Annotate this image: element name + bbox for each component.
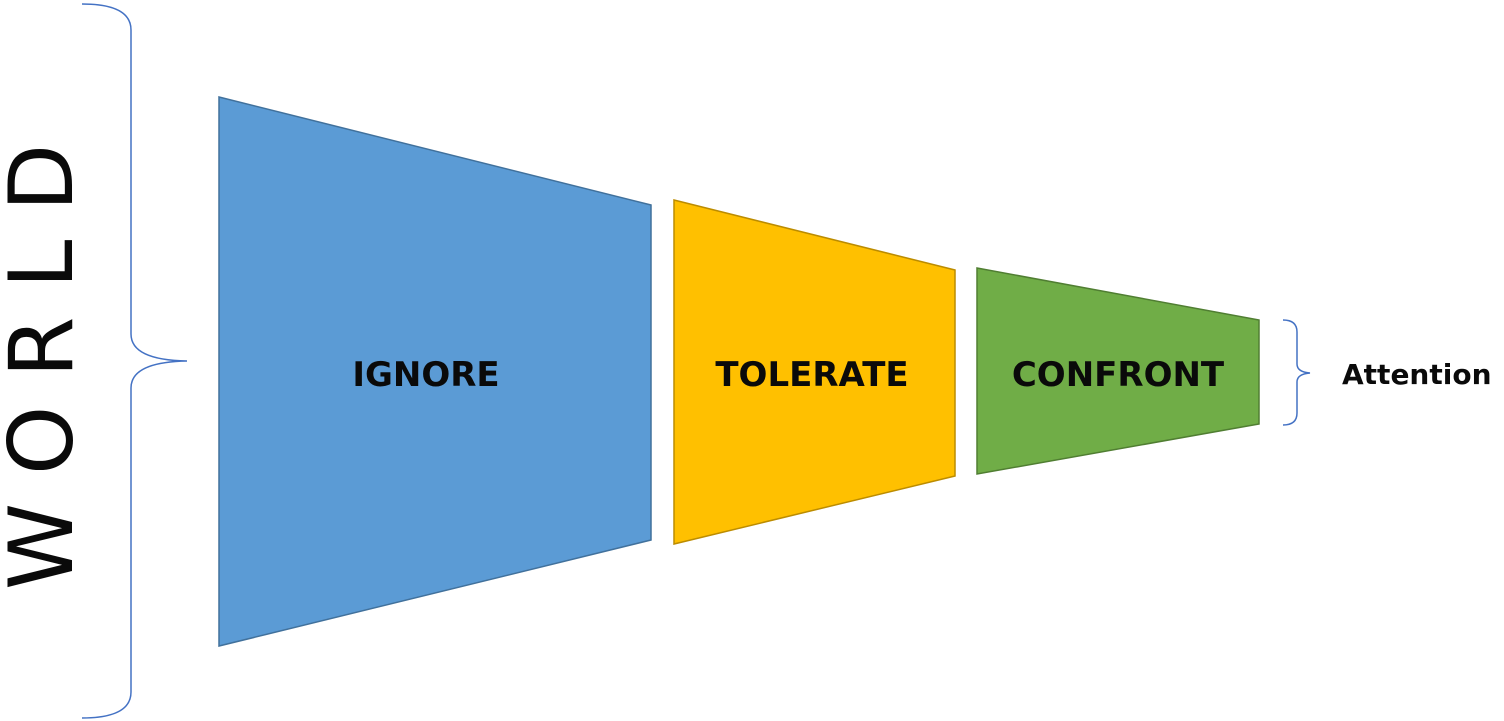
attention-brace <box>1282 319 1311 426</box>
segment-confront-label: CONFRONT <box>1012 355 1225 395</box>
world-label: WORLD <box>0 116 93 590</box>
segment-ignore-label: IGNORE <box>352 355 499 395</box>
world-brace <box>81 3 188 719</box>
segment-tolerate-label: TOLERATE <box>715 355 908 395</box>
attention-label: Attention <box>1342 358 1492 391</box>
segment-confront-shape <box>976 267 1260 475</box>
segment-tolerate-shape <box>673 199 956 545</box>
segment-ignore-shape <box>218 96 652 647</box>
